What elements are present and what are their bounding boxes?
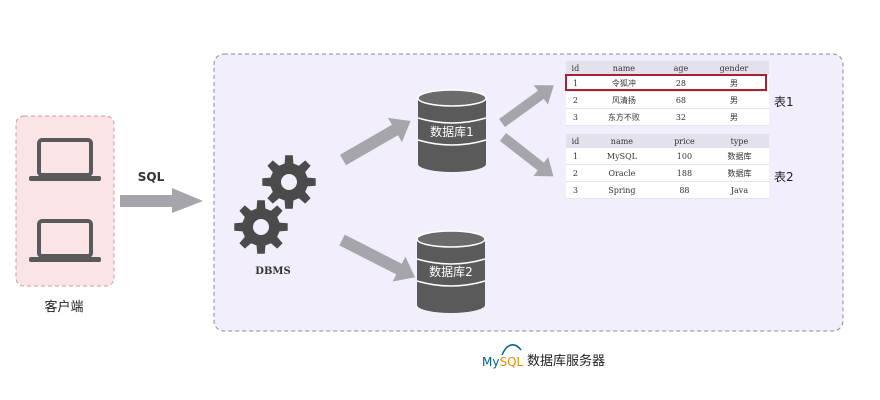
column-header: price [658,134,710,148]
table-cell: 68 [663,91,699,109]
table-row: 2 风清扬 68 男 [566,91,769,109]
table-row: 2 Oracle 188 数据库 [566,164,769,182]
arrow-icon [120,188,203,213]
table-cell: 数据库 [709,164,769,182]
table-cell: MySQL [584,148,659,165]
database-icon [417,89,487,172]
column-header: name [584,61,664,75]
database-2-label: 数据库2 [429,264,473,279]
column-header: id [566,61,585,75]
table-cell: Java [709,181,769,199]
table-1: id name age gender 1 令狐冲 28 男 2 风清扬 68 男… [566,61,769,126]
table-cell: 令狐冲 [584,75,664,92]
table-cell: Spring [584,181,659,199]
table-cell: 100 [658,148,710,165]
column-header: name [584,134,659,148]
gear-hole [253,219,269,235]
table-1-caption: 表1 [774,95,794,109]
table-cell: 风清扬 [584,91,664,109]
gear-hole [281,174,297,190]
gear-icon [262,155,316,209]
arrow-icon [339,234,416,282]
server-label: 数据库服务器 [527,353,605,369]
table-cell: 188 [658,164,710,182]
column-header: gender [698,61,769,75]
column-header: age [663,61,699,75]
table-cell: 28 [663,75,699,92]
table-header: id name age gender [566,61,769,75]
table-row: 3 Spring 88 Java [566,181,769,199]
arrow-icon [340,117,411,166]
laptop-icon [29,219,101,262]
table-cell: 88 [658,181,710,199]
gear-icon [234,200,288,254]
arrow-icon [499,133,554,177]
database-1-label: 数据库1 [430,124,474,139]
sql-label: SQL [138,170,165,184]
row-highlight [565,74,767,91]
table-cell: 男 [698,108,769,126]
table-row: 1 令狐冲 28 男 [566,75,769,92]
table-row: 3 东方不败 32 男 [566,108,769,126]
table-header: id name price type [566,134,769,148]
table-cell: 男 [698,91,769,109]
laptop-icon [29,138,101,181]
table-cell: 2 [566,164,585,182]
table-row: 1 MySQL 100 数据库 [566,148,769,165]
mysql-logo-text: MySQL [482,355,524,369]
table-cell: 数据库 [709,148,769,165]
table-cell: 1 [566,75,585,92]
table-2-caption: 表2 [774,170,794,184]
dbms-label: DBMS [255,266,290,277]
arrow-icon [499,85,554,128]
table-cell: 男 [698,75,769,92]
database-icon [416,230,486,313]
mysql-logo-icon: MySQL [482,344,524,369]
table-cell: 32 [663,108,699,126]
table-cell: 2 [566,91,585,109]
column-header: id [566,134,585,148]
client-label: 客户端 [44,299,83,315]
table-cell: 3 [566,108,585,126]
column-header: type [709,134,769,148]
table-cell: 1 [566,148,585,165]
table-cell: 东方不败 [584,108,664,126]
table-cell: 3 [566,181,585,199]
table-2: id name price type 1 MySQL 100 数据库 2 Ora… [566,134,769,199]
table-cell: Oracle [584,164,659,182]
